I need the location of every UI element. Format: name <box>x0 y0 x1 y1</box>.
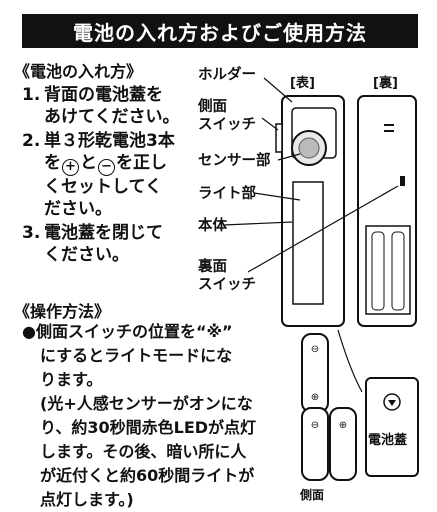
battery-cover-panel <box>365 377 419 477</box>
operation-section-heading: 《操作方法》 <box>14 302 111 321</box>
svg-text:⊕: ⊕ <box>311 392 319 403</box>
back-switch-label: 裏面 スイッチ <box>198 259 256 293</box>
front-header: [表] <box>290 76 315 91</box>
title-bar: 電池の入れ方およびご使用方法 <box>22 14 418 48</box>
back-header: [裏] <box>373 76 398 91</box>
plus-icon: + <box>62 159 79 176</box>
svg-text:⊖: ⊖ <box>311 420 319 431</box>
battery-2 <box>301 407 329 481</box>
sensor-label: センサー部 <box>198 153 271 169</box>
battery-section-heading: 《電池の入れ方》 <box>14 62 143 81</box>
svg-text:⊖: ⊖ <box>311 344 319 355</box>
step-1: 1.背面の電池蓋を あけてください。 <box>22 85 180 127</box>
side-switch-icon <box>275 123 283 153</box>
step-3: 3.電池蓋を閉じて ください。 <box>22 223 163 265</box>
minus-icon: − <box>98 159 115 176</box>
battery-cover-label: 電池蓋 <box>368 433 408 448</box>
holder-label: ホルダー <box>198 67 256 83</box>
body-label: 本体 <box>198 218 227 234</box>
side-switch-label: 側面 スイッチ <box>198 99 256 133</box>
light-label: ライト部 <box>198 186 256 202</box>
device-diagram: ⊖ ⊕ ⊖ ⊕ <box>223 77 419 481</box>
back-switch-icon <box>400 176 405 186</box>
step-2: 2.単３形乾電池3本 を+と−を正し くセットしてく ださい。 <box>22 131 175 219</box>
battery-3 <box>329 407 357 481</box>
svg-text:⊕: ⊕ <box>339 420 347 431</box>
operation-instructions: ●側面スイッチの位置を“※” にするとライトモードにな ります。 (光+人感セン… <box>22 322 257 509</box>
page-title: 電池の入れ方およびご使用方法 <box>73 20 367 45</box>
bottom-side-label: 側面 <box>300 488 325 502</box>
